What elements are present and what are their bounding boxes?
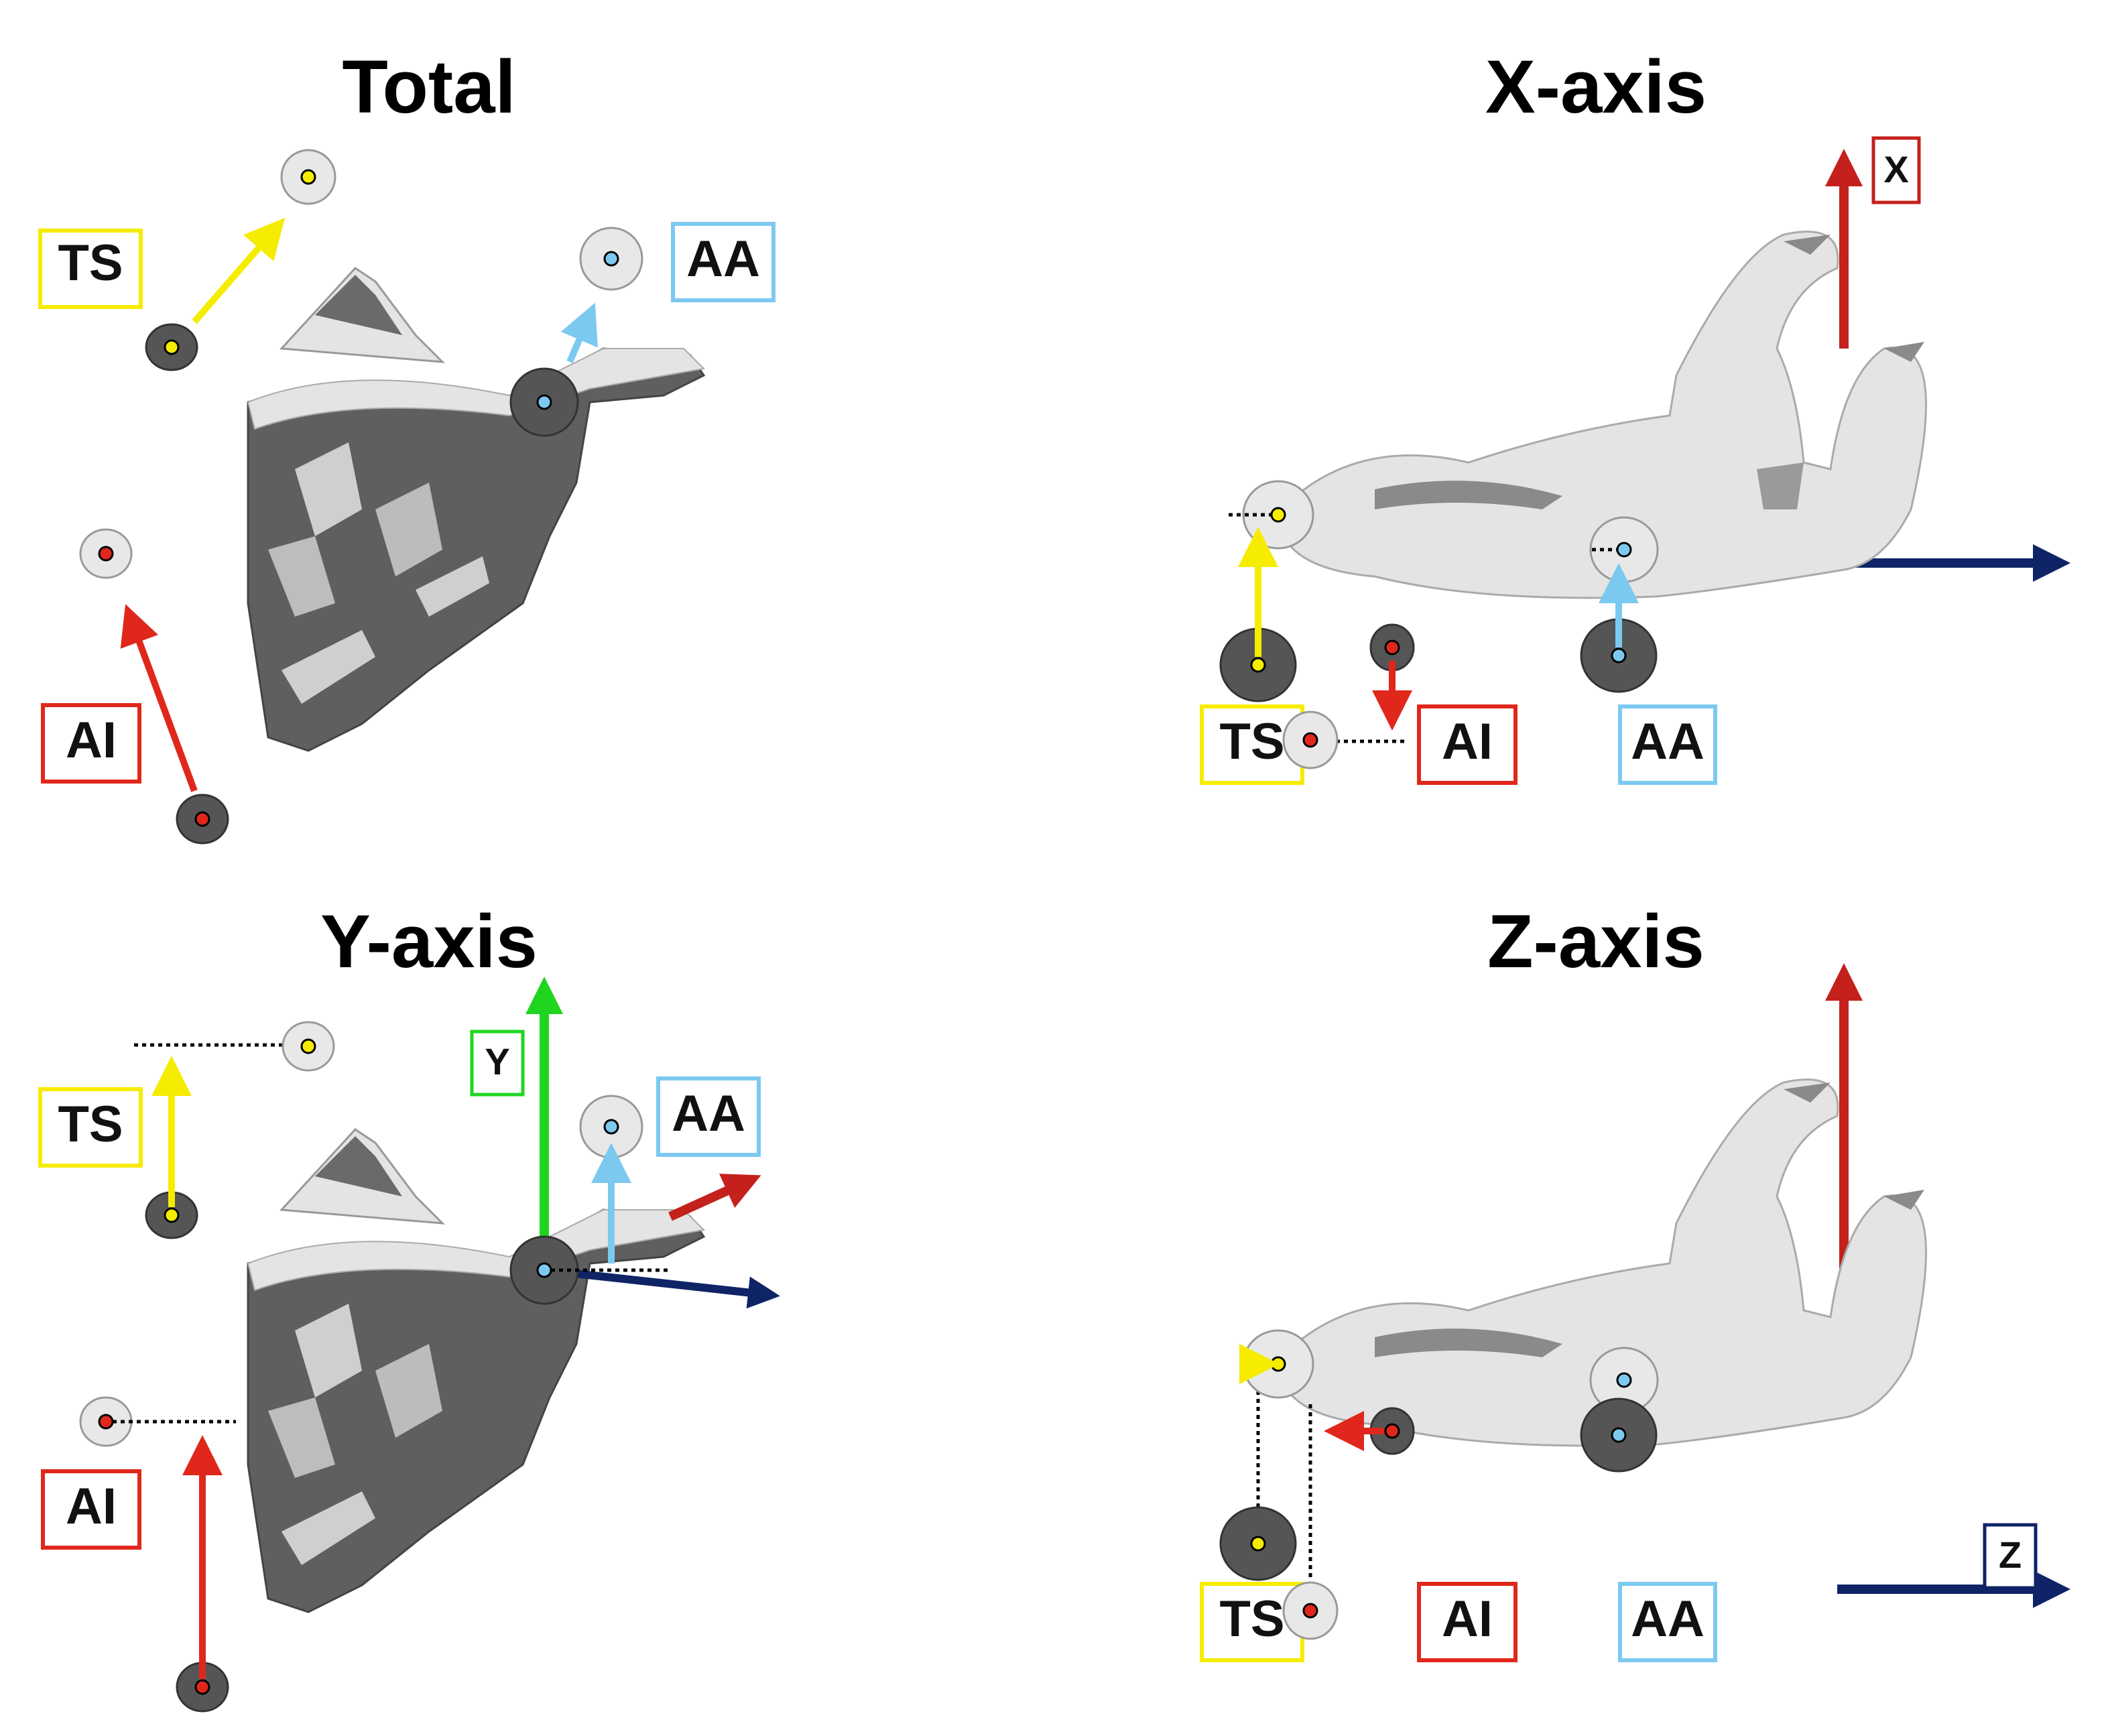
panel-title-z-axis: Z-axis [1487, 900, 1705, 983]
ai-marker-group: AI [1282, 1404, 1517, 1662]
ts-marker-group: TS [1200, 480, 1314, 785]
ai-label-box [1417, 704, 1517, 785]
ai-label: AI [66, 1478, 117, 1535]
ai-label: AI [1442, 1591, 1493, 1648]
ai-label-box [1417, 1582, 1517, 1662]
ts-label: TS [1219, 1591, 1284, 1648]
ts-label: TS [58, 235, 123, 292]
ts-label: TS [58, 1096, 123, 1153]
aa-marker-group: AA [1580, 516, 1717, 785]
panel-total: Total TS AA AI [0, 0, 1053, 868]
y-axis-label-box [470, 1030, 525, 1097]
ai-label-box [41, 703, 141, 784]
scapula-posterior-view [247, 267, 706, 752]
z-axis-label: Z [1999, 1534, 2022, 1576]
aa-label: AA [1631, 713, 1705, 770]
ts-displacement-arrow [192, 217, 286, 324]
z-axis-label-box [1983, 1523, 2038, 1590]
ai-marker-group: AI [41, 1396, 236, 1713]
ai-label-box [41, 1469, 141, 1550]
panel-title-y-axis: Y-axis [320, 900, 538, 983]
aa-label-box [671, 222, 776, 302]
panel-y-axis: Y-axis Y TS AA [0, 868, 1053, 1736]
aa-label: AA [1631, 1591, 1705, 1648]
aa-label-box [1618, 1582, 1717, 1662]
aa-marker-group: AA [509, 1076, 761, 1305]
aa-label: AA [672, 1085, 745, 1142]
aa-label-box [1618, 704, 1717, 785]
panel-z-axis: Z-axis Z TS AI AA [1053, 868, 2106, 1736]
x-axis-label-box [1871, 136, 1921, 204]
aa-displacement-arrow [560, 302, 598, 363]
ai-label: AI [66, 712, 117, 769]
aa-label-box [656, 1076, 761, 1157]
ai-displacement-arrow [120, 604, 198, 792]
x-axis-label: X [1883, 148, 1908, 190]
ts-label: TS [1219, 713, 1284, 770]
aa-marker-group: AA [509, 222, 776, 437]
panel-title-x-axis: X-axis [1485, 45, 1707, 129]
ts-marker-group: TS [38, 1021, 335, 1239]
ts-label-box [38, 1087, 143, 1168]
z-axis-arrow [544, 1266, 780, 1309]
scapula-lateral-view [1280, 231, 1927, 599]
x-axis-arrow [668, 1174, 761, 1221]
ai-marker-group: AI [1282, 623, 1517, 785]
ai-label: AI [1442, 713, 1493, 770]
panel-title-total: Total [342, 45, 515, 129]
aa-marker-group: AA [1580, 1347, 1717, 1662]
ai-marker-group: AI [41, 528, 229, 845]
ts-marker-group: TS [38, 149, 336, 371]
panel-x-axis: X-axis X TS AI [1053, 0, 2106, 868]
ts-label-box [38, 229, 143, 309]
y-axis-label: Y [485, 1040, 509, 1082]
aa-label: AA [686, 231, 760, 288]
scapula-posterior-view [247, 1128, 706, 1613]
